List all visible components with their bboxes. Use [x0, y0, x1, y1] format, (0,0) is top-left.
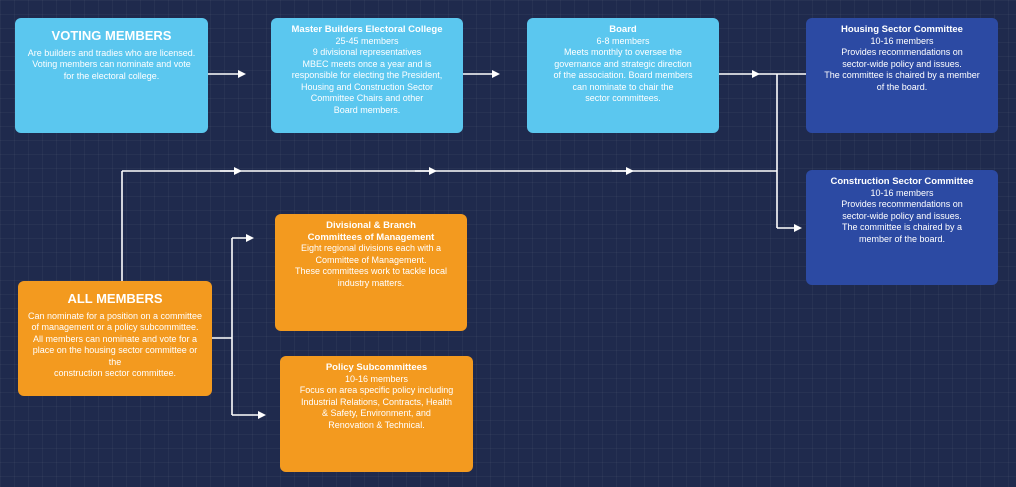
voting-members-box: VOTING MEMBERS Are builders and tradies … [15, 18, 208, 133]
all-members-box: ALL MEMBERS Can nominate for a position … [18, 281, 212, 396]
divisional-committees-box: Divisional & Branch Committees of Manage… [275, 214, 467, 331]
board-members: 6-8 members [596, 35, 650, 46]
all-members-title: ALL MEMBERS [67, 291, 163, 306]
all-members-body: Can nominate for a position on a committ… [27, 310, 203, 379]
electoral-college-title: Master Builders Electoral College [291, 24, 443, 35]
board-body: Meets monthly to oversee the governance … [553, 47, 693, 103]
housing-sector-box: Housing Sector Committee 10-16 members P… [806, 18, 998, 133]
housing-sector-members: 10-16 members [870, 35, 934, 46]
construction-sector-box: Construction Sector Committee 10-16 memb… [806, 170, 998, 285]
housing-sector-body: Provides recommendations on sector-wide … [824, 47, 980, 92]
board-title: Board [609, 24, 637, 35]
construction-sector-title: Construction Sector Committee [830, 176, 974, 187]
divisional-committees-title: Divisional & Branch Committees of Manage… [307, 220, 435, 243]
policy-subcommittees-body: Focus on area specific policy including … [299, 385, 454, 430]
electoral-college-members: 25-45 members [335, 35, 399, 46]
electoral-college-box: Master Builders Electoral College 25-45 … [271, 18, 463, 133]
voting-members-body: Are builders and tradies who are license… [27, 47, 196, 81]
construction-sector-members: 10-16 members [870, 187, 934, 198]
electoral-college-body: 9 divisional representatives MBEC meets … [291, 47, 443, 115]
policy-subcommittees-members: 10-16 members [344, 373, 409, 384]
housing-sector-title: Housing Sector Committee [841, 24, 963, 35]
construction-sector-body: Provides recommendations on sector-wide … [841, 199, 963, 244]
board-box: Board 6-8 members Meets monthly to overs… [527, 18, 719, 133]
policy-subcommittees-box: Policy Subcommittees 10-16 members Focus… [280, 356, 473, 472]
divisional-committees-body: Eight regional divisions each with a Com… [294, 243, 448, 288]
policy-subcommittees-title: Policy Subcommittees [325, 362, 428, 373]
voting-members-title: VOTING MEMBERS [51, 28, 172, 43]
